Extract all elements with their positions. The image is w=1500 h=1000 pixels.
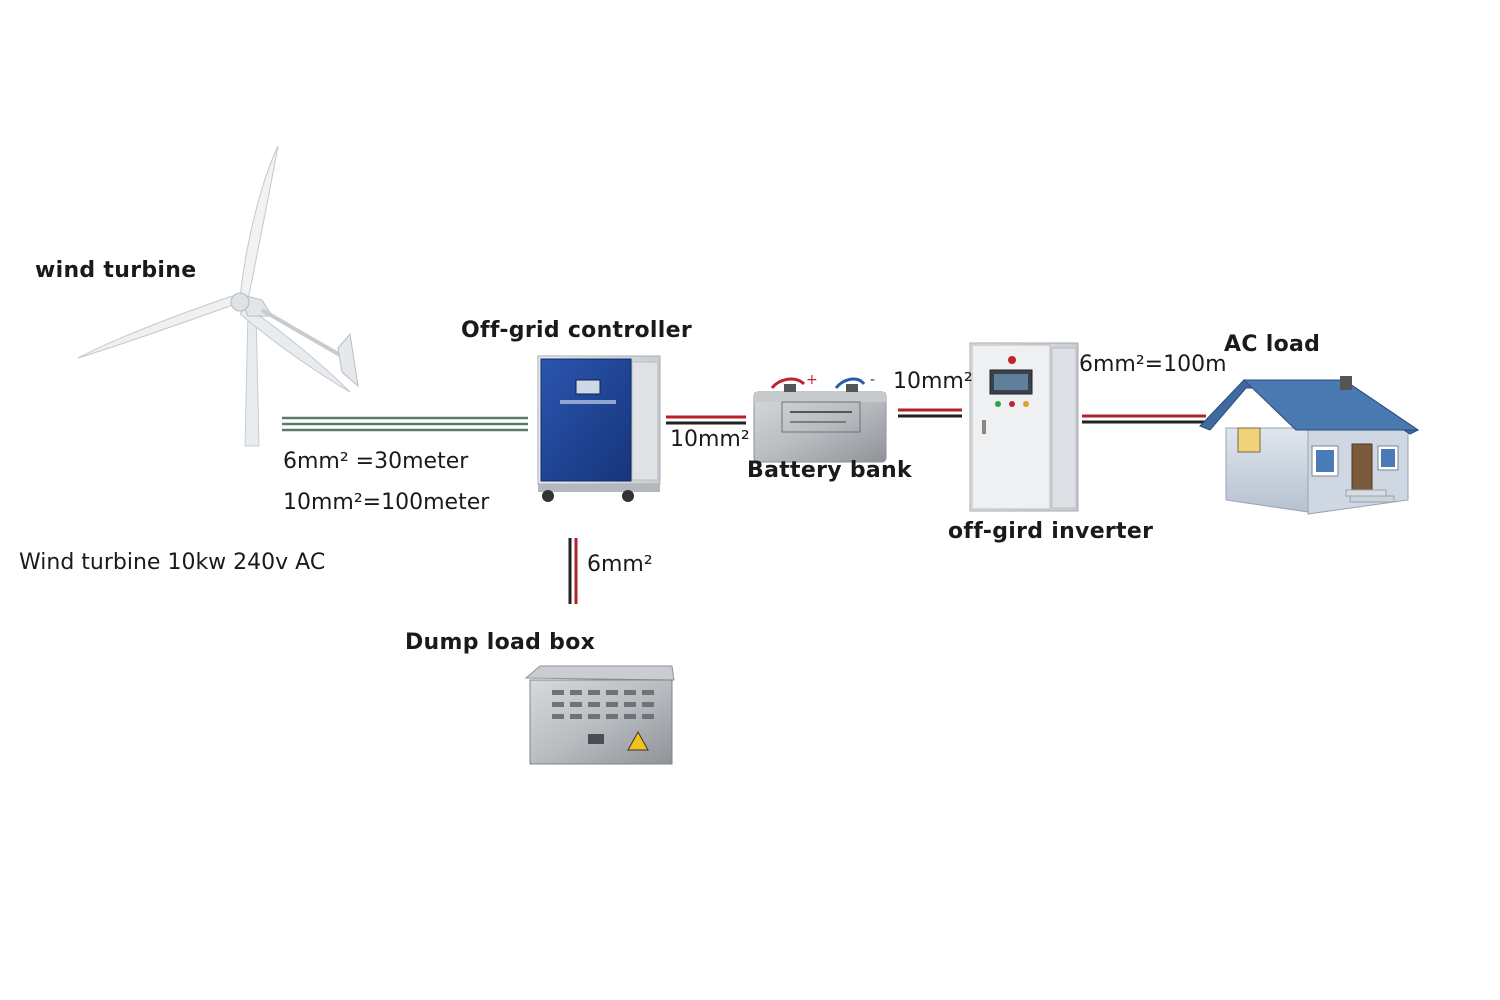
cable-spec-turbine-2: 10mm²=100meter: [283, 490, 490, 515]
label-wind-turbine: wind turbine: [35, 258, 197, 283]
svg-text:-: -: [870, 372, 875, 388]
turbine-rating: Wind turbine 10kw 240v AC: [19, 550, 326, 575]
cable-spec-turbine-1: 6mm² =30meter: [283, 449, 469, 474]
house-icon: [1199, 376, 1420, 515]
controller-cabinet-icon: [537, 355, 661, 502]
cable-spec-dump-load: 6mm²: [587, 552, 653, 577]
dump-load-cable: [568, 538, 578, 604]
label-inverter: off-gird inverter: [948, 519, 1154, 544]
cable-spec-battery-inverter: 10mm²: [893, 369, 973, 394]
dump-load-box-icon: [524, 665, 675, 765]
label-dump-load: Dump load box: [405, 630, 596, 655]
wind-turbine-icon: [77, 145, 359, 447]
inverter-cabinet-icon: [969, 342, 1079, 512]
battery-icon: + -: [753, 372, 887, 463]
label-ac-load: AC load: [1224, 332, 1321, 357]
battery-inverter-cable: [898, 408, 962, 418]
cable-spec-inverter-load: 6mm²=100m: [1079, 352, 1227, 377]
label-controller: Off-grid controller: [461, 318, 692, 343]
controller-battery-cable: [666, 415, 746, 425]
svg-text:+: +: [806, 372, 818, 388]
inverter-load-cable: [1082, 414, 1206, 424]
cable-spec-controller-battery: 10mm²: [670, 427, 750, 452]
turbine-cable: [282, 416, 528, 432]
label-battery: Battery bank: [747, 458, 912, 483]
